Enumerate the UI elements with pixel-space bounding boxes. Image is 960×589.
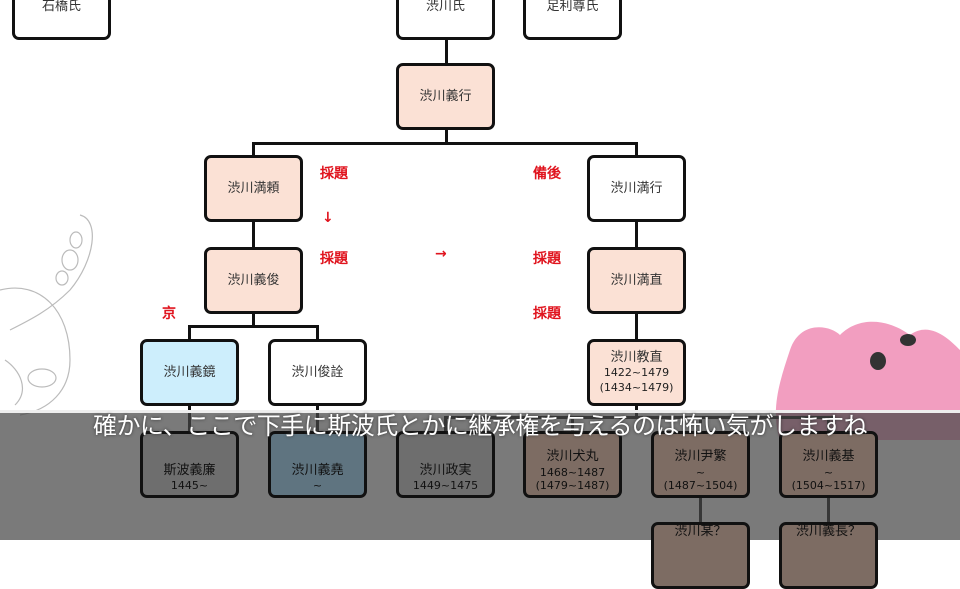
connector bbox=[188, 325, 191, 340]
node-label: 渋川俊詮 bbox=[291, 364, 344, 380]
node-dates: ~ bbox=[312, 479, 323, 493]
node-dates: (1504~1517) bbox=[791, 479, 866, 493]
node-c5: 渋川尹繁~(1487~1504) bbox=[651, 431, 750, 498]
node-label: 渋川義堯 bbox=[291, 463, 344, 478]
node-label: 渋川義行 bbox=[419, 88, 472, 104]
node-dates: ~ bbox=[823, 465, 834, 479]
connector bbox=[316, 325, 319, 340]
sketch-character bbox=[0, 214, 93, 416]
arrow-right: → bbox=[435, 246, 447, 262]
connector bbox=[635, 222, 638, 248]
node-mitsuyuki: 渋川満行 bbox=[587, 155, 686, 222]
node-label: 足利尊氏 bbox=[546, 0, 599, 14]
label-tandai: 採題 bbox=[320, 251, 348, 267]
node-g1: 渋川某？ bbox=[651, 522, 750, 589]
node-mitsunao: 渋川満直 bbox=[587, 247, 686, 314]
connector bbox=[252, 142, 638, 145]
node-toshiaki: 渋川俊詮 bbox=[268, 339, 367, 406]
label-tandai: 採題 bbox=[533, 251, 561, 267]
node-dates: (1479~1487) bbox=[535, 479, 610, 493]
node-dates: 1445~ bbox=[170, 479, 209, 493]
connector bbox=[252, 222, 255, 248]
node-dates: 1449~1475 bbox=[412, 479, 479, 493]
node-dates: 1422~1479 bbox=[603, 366, 670, 380]
node-shibukawa-clan: 渋川氏 bbox=[396, 0, 495, 40]
connector bbox=[252, 142, 255, 156]
node-label: 渋川尹繁 bbox=[674, 449, 727, 465]
node-label: 渋川満直 bbox=[610, 272, 663, 288]
connector bbox=[188, 325, 319, 328]
node-yoshikane: 渋川義鏡 bbox=[140, 339, 239, 406]
node-label: 渋川政実 bbox=[419, 463, 472, 478]
node-mitsuyori: 渋川満頼 bbox=[204, 155, 303, 222]
node-label: 渋川義俊 bbox=[227, 272, 280, 288]
node-label: 渋川某？ bbox=[674, 524, 727, 539]
node-dates: 1468~1487 bbox=[539, 465, 606, 479]
arrow-down: ↓ bbox=[322, 210, 334, 226]
node-label: 渋川義鏡 bbox=[163, 364, 216, 380]
node-c6: 渋川義基~(1504~1517) bbox=[779, 431, 878, 498]
subtitle-text: 確かに、ここで下手に斯波氏とかに継承権を与えるのは怖い気がしますね bbox=[92, 412, 868, 440]
connector bbox=[635, 142, 638, 156]
connector bbox=[445, 40, 448, 64]
node-c2: 渋川義堯~ bbox=[268, 431, 367, 498]
label-kyo: 京 bbox=[162, 306, 176, 322]
label-tandai: 採題 bbox=[533, 306, 561, 322]
label-bingo: 備後 bbox=[533, 166, 561, 182]
node-label: 斯波義廉 bbox=[163, 463, 216, 478]
node-g2: 渋川義長？ bbox=[779, 522, 878, 589]
node-label: 渋川満頼 bbox=[227, 180, 280, 196]
node-dates: (1434~1479) bbox=[599, 381, 674, 395]
node-yoshitoshi: 渋川義俊 bbox=[204, 247, 303, 314]
node-ishibashi: 石橋氏 bbox=[12, 0, 111, 40]
node-yoshiyuki: 渋川義行 bbox=[396, 63, 495, 130]
connector bbox=[445, 130, 448, 144]
node-dates: (1487~1504) bbox=[663, 479, 738, 493]
node-label: 渋川義基 bbox=[802, 449, 855, 465]
connector bbox=[635, 314, 638, 340]
node-label: 石橋氏 bbox=[41, 0, 81, 14]
node-label: 渋川義長？ bbox=[795, 524, 861, 539]
node-dates: ~ bbox=[695, 465, 706, 479]
node-label: 渋川氏 bbox=[425, 0, 465, 14]
node-label: 渋川犬丸 bbox=[546, 449, 599, 465]
node-ashikaga: 足利尊氏 bbox=[523, 0, 622, 40]
node-label: 渋川満行 bbox=[610, 180, 663, 196]
node-label: 渋川教直 bbox=[610, 349, 663, 365]
connector bbox=[252, 314, 255, 327]
label-tandai: 採題 bbox=[320, 166, 348, 182]
